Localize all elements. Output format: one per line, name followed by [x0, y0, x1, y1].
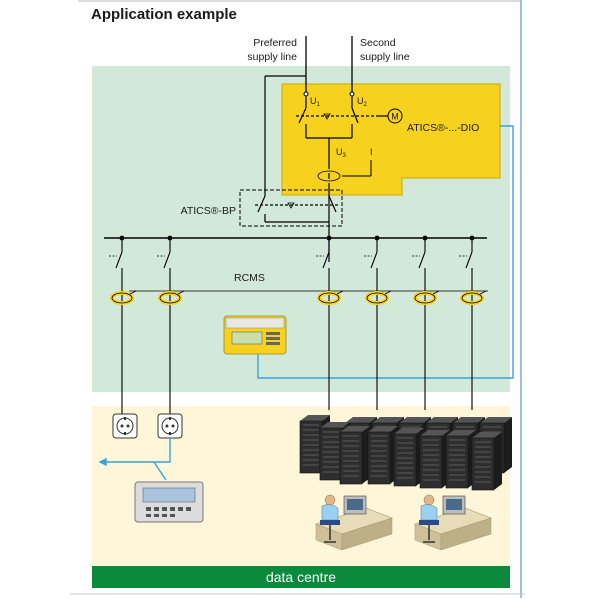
socket-outlet-2: [157, 413, 183, 439]
server-rack-front-6: [419, 430, 450, 489]
u3-label: U3: [336, 147, 347, 159]
u1-terminal: [303, 91, 309, 97]
feeder-group: [109, 235, 487, 414]
motor-label: M: [391, 112, 399, 122]
rcms-device: [223, 315, 287, 355]
feeder-breaker: [322, 251, 330, 269]
person: [324, 494, 336, 506]
ats-device-label: ATICS®-...-DIO: [407, 122, 479, 134]
workstations: [315, 494, 492, 551]
feeder-ct-outline: [317, 170, 341, 182]
workstation-2: [414, 494, 492, 551]
current-input-label: I: [370, 147, 373, 157]
u2-terminal: [349, 91, 355, 97]
server-rack-front-5: [393, 428, 424, 487]
feeder-5: [412, 235, 440, 410]
panel-comm-line: [98, 438, 171, 481]
u1-label: U1: [310, 96, 321, 108]
second-supply-label-1: Second: [360, 37, 396, 49]
preferred-supply-label-2: supply line: [247, 51, 297, 63]
person: [423, 494, 435, 506]
alarm-display-panel: [134, 481, 204, 523]
second-supply-label-2: supply line: [360, 51, 410, 63]
feeder-6: [459, 235, 487, 410]
footer-label: data centre: [266, 569, 336, 585]
server-rack-front-7: [445, 430, 476, 489]
server-rack-front-4: [367, 426, 398, 485]
feeder-breaker: [370, 251, 378, 269]
rcms-label: RCMS: [234, 272, 265, 284]
server-rack-front-3: [339, 426, 370, 485]
bypass-wiring: [255, 75, 338, 223]
u2-label: U2: [357, 96, 368, 108]
server-rack-front-8: [471, 432, 502, 491]
bypass-device-box: [239, 189, 343, 227]
feeder-4: [364, 235, 392, 410]
preferred-supply-label-1: Preferred: [253, 37, 297, 49]
feeder-breaker: [418, 251, 426, 269]
feeder-breaker: [465, 251, 473, 269]
ats-device-box: [281, 83, 501, 196]
socket-outlet-1: [112, 413, 138, 439]
feeder-2: [157, 235, 185, 414]
feeder-breaker: [163, 251, 171, 269]
server-racks: [299, 415, 512, 491]
motor-symbol: [387, 108, 403, 124]
feeder-breaker: [115, 251, 123, 269]
bypass-label: ATICS®-BP: [181, 205, 236, 217]
footer-bar: [92, 566, 510, 588]
workstation-1: [315, 494, 393, 551]
ats-comm-line: [257, 125, 514, 379]
feeder-3: [316, 235, 344, 410]
feeder-1: [109, 235, 137, 414]
diagram-title: Application example: [91, 6, 237, 23]
